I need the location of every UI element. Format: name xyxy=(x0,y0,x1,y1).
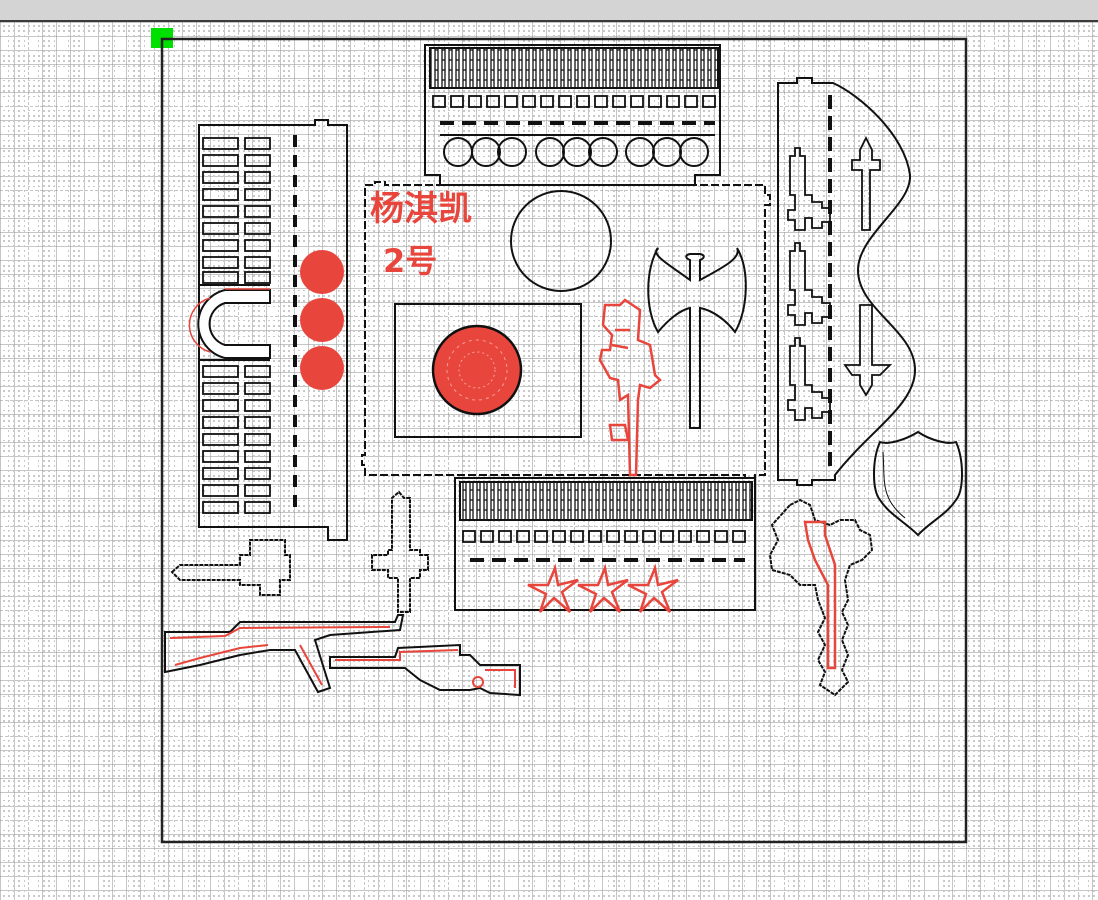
material-boundary xyxy=(160,37,968,844)
pixel-sword-icon xyxy=(787,135,893,421)
shield-icon[interactable] xyxy=(873,430,963,537)
workspace-grid xyxy=(0,22,1098,900)
pixel-cross-sword[interactable] xyxy=(768,498,874,697)
axe-icon[interactable] xyxy=(647,247,747,429)
sniper-rifle-icon[interactable] xyxy=(329,643,521,697)
round-cutout xyxy=(510,190,612,292)
slot-grid-lower xyxy=(202,365,271,514)
pixel-sword-vertical[interactable] xyxy=(371,490,429,613)
top-comb-panel[interactable] xyxy=(424,44,721,186)
right-arrow-panel[interactable] xyxy=(777,77,917,486)
pixel-sword-horizontal[interactable] xyxy=(170,539,291,596)
number-label: 2号 xyxy=(383,242,437,280)
assault-rifle-icon xyxy=(598,298,662,477)
bottom-comb-panel[interactable] xyxy=(454,477,756,611)
top-toolbar xyxy=(0,0,1098,22)
shuriken-icon xyxy=(527,563,679,613)
u-hook[interactable] xyxy=(197,289,271,359)
name-label: 杨淇凯 xyxy=(370,189,472,229)
slot-grid-upper xyxy=(202,137,271,284)
flag-frame xyxy=(394,303,582,438)
ring-row xyxy=(440,134,715,167)
center-panel[interactable] xyxy=(361,181,771,479)
engraved-dots xyxy=(300,250,344,390)
left-comb-panel[interactable] xyxy=(198,119,348,541)
ak-rifle-icon[interactable] xyxy=(164,614,405,694)
engraved-disc xyxy=(431,324,523,416)
